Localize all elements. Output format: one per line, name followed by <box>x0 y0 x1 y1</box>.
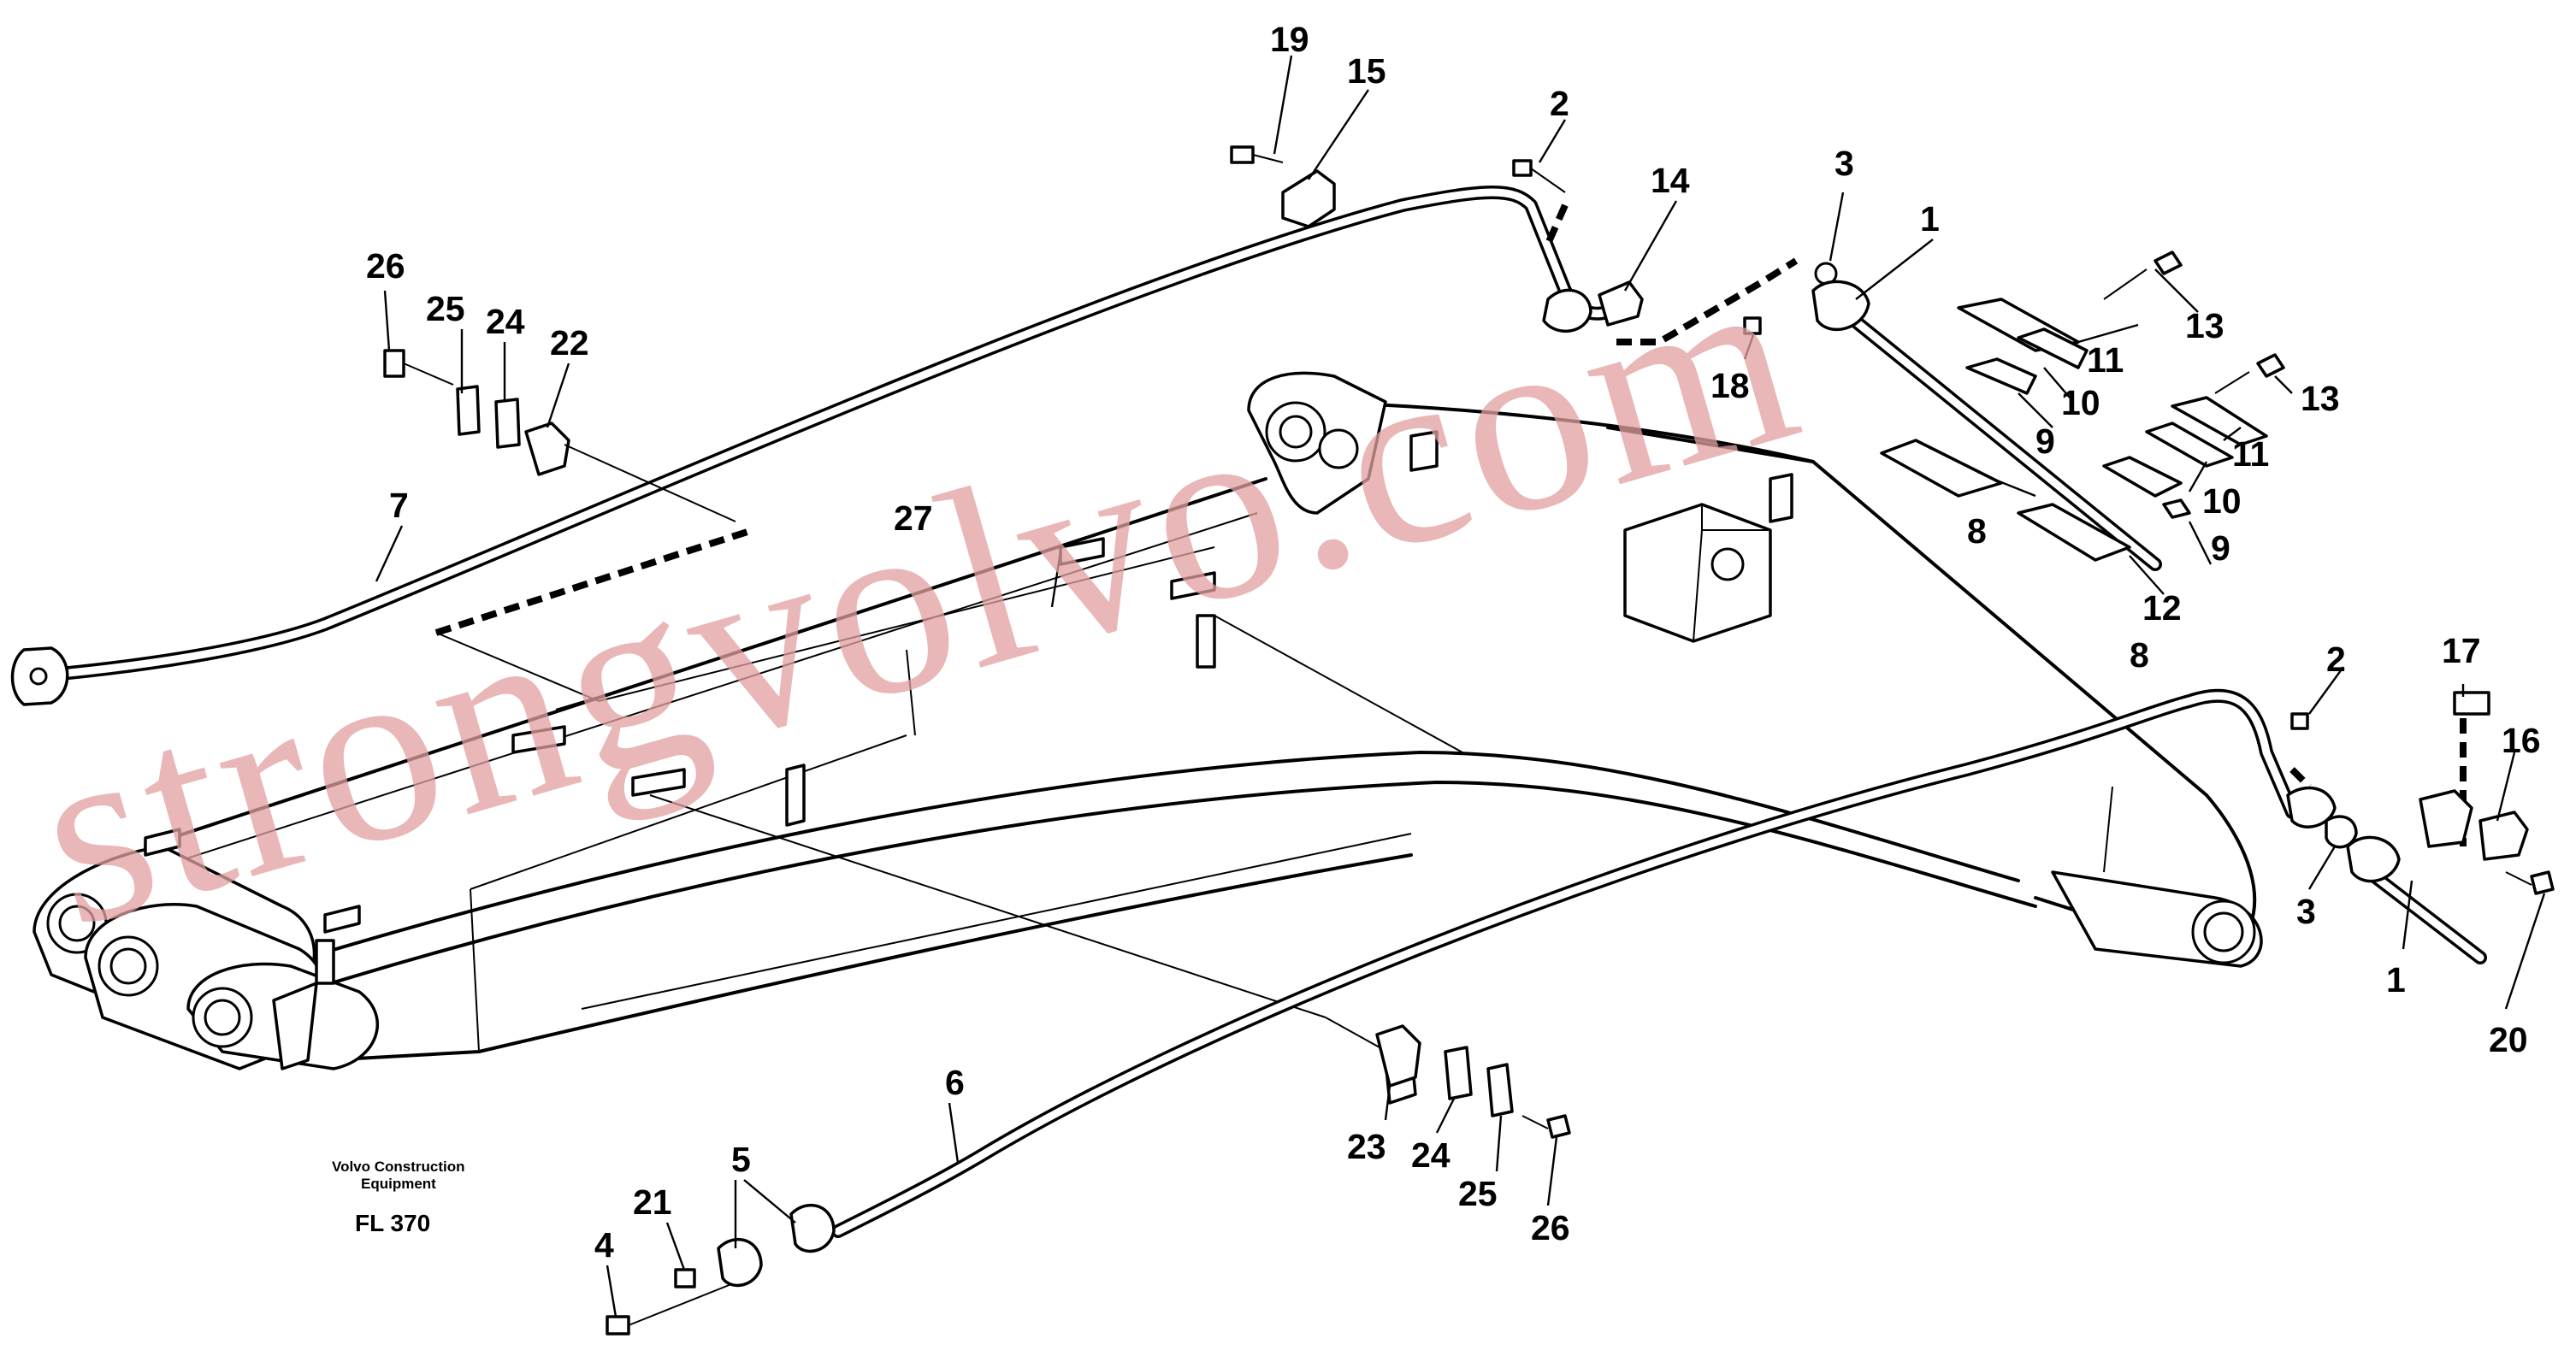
callout-9-upper: 9 <box>2035 422 2055 461</box>
callout-26-upper: 26 <box>366 246 405 286</box>
callout-1-lower: 1 <box>2386 960 2406 999</box>
pipe-6 <box>831 688 2299 1238</box>
dashed-line-rear-2 <box>2289 767 2312 789</box>
callout-7: 7 <box>389 486 409 525</box>
watermark-text: strongvolvo.com <box>9 209 1827 982</box>
callout-10-upper: 10 <box>2061 383 2100 422</box>
callout-23: 23 <box>1347 1127 1386 1166</box>
callout-13-upper: 13 <box>2185 306 2224 345</box>
dashed-line-upper <box>1545 203 1799 345</box>
callout-18: 18 <box>1710 366 1750 405</box>
callout-21: 21 <box>633 1182 672 1222</box>
callout-3-lower: 3 <box>2296 892 2316 931</box>
caption-block: Volvo Construction Equipment FL 370 <box>332 1159 465 1236</box>
callout-10-lower: 10 <box>2202 481 2242 521</box>
callout-16: 16 <box>2502 721 2541 760</box>
callout-8-lower: 8 <box>2130 635 2149 675</box>
boom-structure <box>32 371 2263 1105</box>
callout-11-upper: 11 <box>2087 340 2124 380</box>
leader-lines <box>375 55 2546 1318</box>
caption-code: FL 370 <box>355 1210 430 1236</box>
callout-12: 12 <box>2142 588 2182 628</box>
callout-labels: 19 15 2 14 3 1 18 13 11 10 9 13 11 10 8 … <box>366 20 2541 1265</box>
callout-11-lower: 11 <box>2232 434 2269 474</box>
callout-15: 15 <box>1347 51 1386 91</box>
callout-13-lower: 13 <box>2301 379 2340 418</box>
callout-26-lower: 26 <box>1531 1208 1570 1247</box>
callout-25-upper: 25 <box>426 289 465 328</box>
callout-6: 6 <box>945 1063 965 1102</box>
callout-5: 5 <box>731 1140 751 1179</box>
watermark-layer: strongvolvo.com <box>9 209 1827 982</box>
callout-24-lower: 24 <box>1411 1135 1450 1175</box>
caption-company: Volvo Construction <box>332 1159 465 1175</box>
callout-8-upper: 8 <box>1967 511 1987 551</box>
pipe-7 <box>10 186 1615 706</box>
callout-27: 27 <box>894 498 933 538</box>
callout-9-lower: 9 <box>2211 528 2230 568</box>
callout-2-upper: 2 <box>1550 84 1569 123</box>
callout-24-upper: 24 <box>486 302 525 341</box>
pipe-1-lower <box>2362 865 2487 964</box>
pipe-1-upper <box>1832 301 2162 571</box>
callout-2-lower: 2 <box>2326 640 2346 679</box>
callout-3-upper: 3 <box>1835 144 1854 183</box>
callout-4: 4 <box>594 1225 614 1265</box>
callout-1-upper: 1 <box>1920 199 1940 239</box>
caption-equipment: Equipment <box>361 1176 436 1192</box>
callout-19: 19 <box>1270 20 1309 59</box>
callout-22: 22 <box>550 323 589 363</box>
callout-17: 17 <box>2442 631 2481 670</box>
callout-14: 14 <box>1651 161 1690 200</box>
callout-20: 20 <box>2489 1020 2528 1059</box>
callout-25-lower: 25 <box>1458 1174 1498 1213</box>
fittings <box>383 145 2555 1336</box>
